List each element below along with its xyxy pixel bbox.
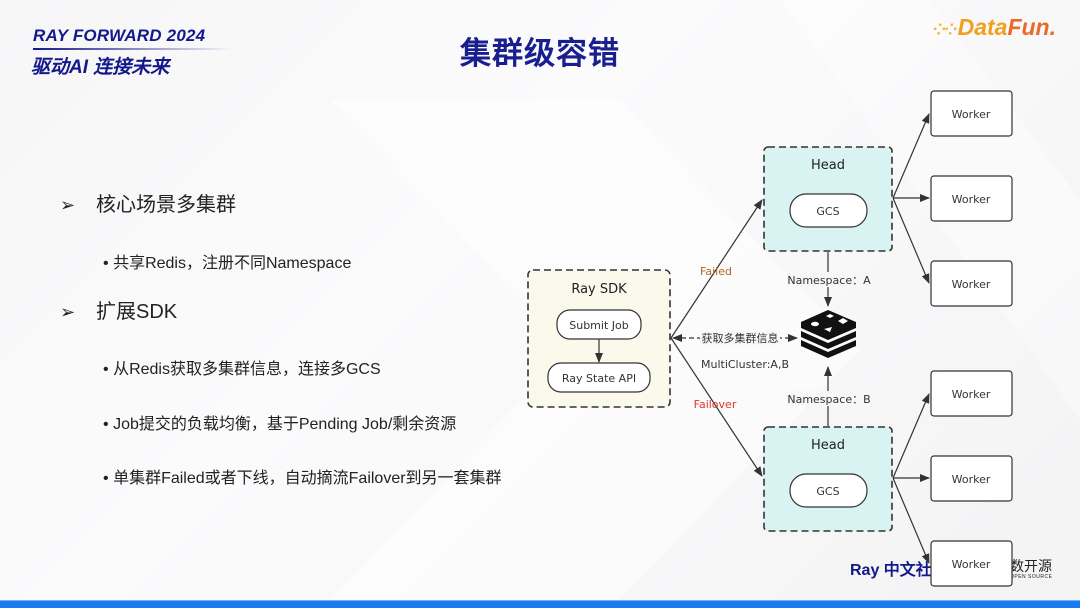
slide-title: 集群级容错 (460, 36, 620, 71)
svg-text:Worker: Worker (952, 473, 991, 486)
section-heading-1: ➢核心场景多集群 (60, 194, 236, 216)
redis-icon (801, 310, 856, 358)
namespace-a-label: Namespace：A (787, 274, 871, 287)
bullet-item: • 单集群Failed或者下线，自动摘流Failover到另一套集群 (103, 470, 502, 487)
worker-node (930, 540, 1013, 587)
bullet-item: • 共享Redis，注册不同Namespace (103, 255, 352, 272)
svg-text:Submit Job: Submit Job (569, 319, 628, 332)
event-title: RAY FORWARD 2024 (33, 26, 206, 45)
svg-text:Worker: Worker (952, 108, 991, 121)
event-slogan: 驱动AI 连接未来 (31, 57, 170, 78)
sdk-title: Ray SDK (571, 282, 627, 297)
sdk-head-connectors (670, 199, 763, 477)
svg-text:Head: Head (811, 158, 845, 173)
head-a-box: Head GCS (763, 146, 893, 252)
arrow-bullet-icon: ➢ (60, 302, 76, 322)
svg-text:GCS: GCS (816, 205, 839, 218)
datafun-logo: ⁘⁘DataFun. (932, 14, 1056, 40)
arrow-bullet-icon: ➢ (60, 195, 76, 215)
brand-divider (33, 48, 233, 50)
gcs-a-node (789, 193, 868, 228)
svg-text:Head: Head (811, 438, 845, 453)
ray-state-api-node (547, 362, 651, 393)
logo-dots-icon: ⁘⁘ (932, 22, 958, 39)
worker-node (930, 90, 1013, 137)
bullet-item: • Job提交的负载均衡，基于Pending Job/剩余资源 (103, 416, 457, 433)
fetch-cluster-info-label: 获取多集群信息 (702, 331, 779, 345)
svg-text:Worker: Worker (952, 558, 991, 571)
bottom-accent-bar (0, 600, 1080, 608)
worker-node (930, 370, 1013, 417)
footer-ray-community: Ray 中文社 (850, 562, 932, 579)
svg-text:GCS: GCS (816, 485, 839, 498)
multicluster-label: MultiCluster:A,B (701, 358, 789, 371)
svg-text:Ray State API: Ray State API (562, 372, 636, 385)
namespace-b-label: Namespace：B (787, 393, 870, 406)
section-heading-2: ➢扩展SDK (60, 301, 178, 323)
worker-node (930, 260, 1013, 307)
head-worker-connectors (892, 113, 930, 564)
failover-label: Failover (694, 398, 737, 411)
svg-text:Worker: Worker (952, 193, 991, 206)
ray-sdk-box: Ray SDK Submit Job Ray State API (527, 269, 671, 408)
svg-text:Worker: Worker (952, 278, 991, 291)
failed-label: Failed (700, 265, 732, 278)
footer-open-source: 数开源 OPEN SOURCE (1010, 558, 1053, 580)
workers: Worker Worker Worker Worker Worker Worke… (930, 90, 1013, 587)
gcs-b-node (789, 473, 868, 508)
svg-text:Worker: Worker (952, 388, 991, 401)
head-b-box: Head GCS (763, 426, 893, 532)
worker-node (930, 455, 1013, 502)
worker-node (930, 175, 1013, 222)
bullet-item: • 从Redis获取多集群信息，连接多GCS (103, 361, 381, 378)
